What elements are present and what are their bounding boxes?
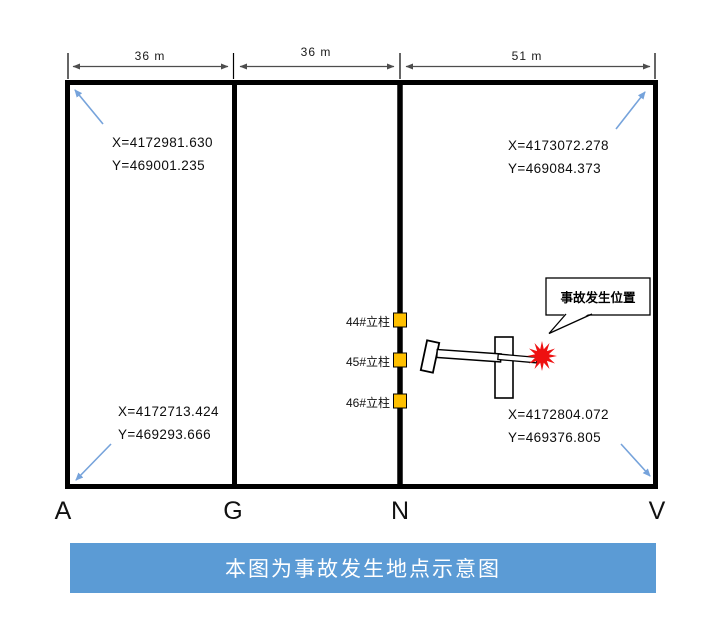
machine-boom-outer xyxy=(435,348,502,363)
coords-bottom-right-x: X=4172804.072 xyxy=(508,407,609,422)
pillar-label-44: 44#立柱 xyxy=(345,315,390,329)
corner-arrow-bottom-left xyxy=(75,443,112,481)
accident-burst-icon xyxy=(527,341,557,371)
coords-top-left-y: Y=469001.235 xyxy=(112,158,206,173)
coords-bottom-left-y: Y=469293.666 xyxy=(118,427,212,442)
coords-top-right-y: Y=469084.373 xyxy=(508,161,602,176)
coords-top-left-x: X=4172981.630 xyxy=(112,135,213,150)
corner-arrow-top-left xyxy=(74,89,104,125)
baseline-label-G: G xyxy=(223,497,243,525)
caption-text: 本图为事故发生地点示意图 xyxy=(225,557,501,581)
machine-mast-rect xyxy=(494,336,514,399)
coords-bottom-left-x: X=4172713.424 xyxy=(118,404,219,419)
callout-label: 事故发生位置 xyxy=(560,291,636,305)
dim-label-51m: 51 m xyxy=(511,49,543,63)
pillar-marker-44 xyxy=(393,312,407,328)
coords-top-right: X=4173072.278 Y=469084.373 xyxy=(508,134,609,180)
pillar-marker-45 xyxy=(393,352,407,368)
site-boundary-rect xyxy=(65,80,658,489)
coords-bottom-right-y: Y=469376.805 xyxy=(508,430,602,445)
pillar-label-45: 45#立柱 xyxy=(345,355,390,369)
pillar-marker-46 xyxy=(393,393,407,409)
coords-bottom-left: X=4172713.424 Y=469293.666 xyxy=(118,400,219,446)
callout-tail-right-edge xyxy=(548,313,593,335)
baseline-label-A: A xyxy=(54,497,72,525)
coords-top-left: X=4172981.630 Y=469001.235 xyxy=(112,131,213,177)
baseline-label-V: V xyxy=(648,497,666,525)
corner-arrow-top-right xyxy=(615,91,646,130)
dim-label-36m-left: 36 m xyxy=(134,49,166,63)
dim-label-36m-mid: 36 m xyxy=(300,45,332,59)
callout-box xyxy=(545,277,651,316)
coords-top-right-x: X=4173072.278 xyxy=(508,138,609,153)
corner-arrow-bottom-right xyxy=(620,443,651,477)
coords-bottom-right: X=4172804.072 Y=469376.805 xyxy=(508,403,609,449)
caption-banner: 本图为事故发生地点示意图 xyxy=(70,543,656,593)
pillar-label-46: 46#立柱 xyxy=(345,396,390,410)
baseline-label-N: N xyxy=(390,497,410,525)
callout-tail-left-edge xyxy=(548,313,567,334)
